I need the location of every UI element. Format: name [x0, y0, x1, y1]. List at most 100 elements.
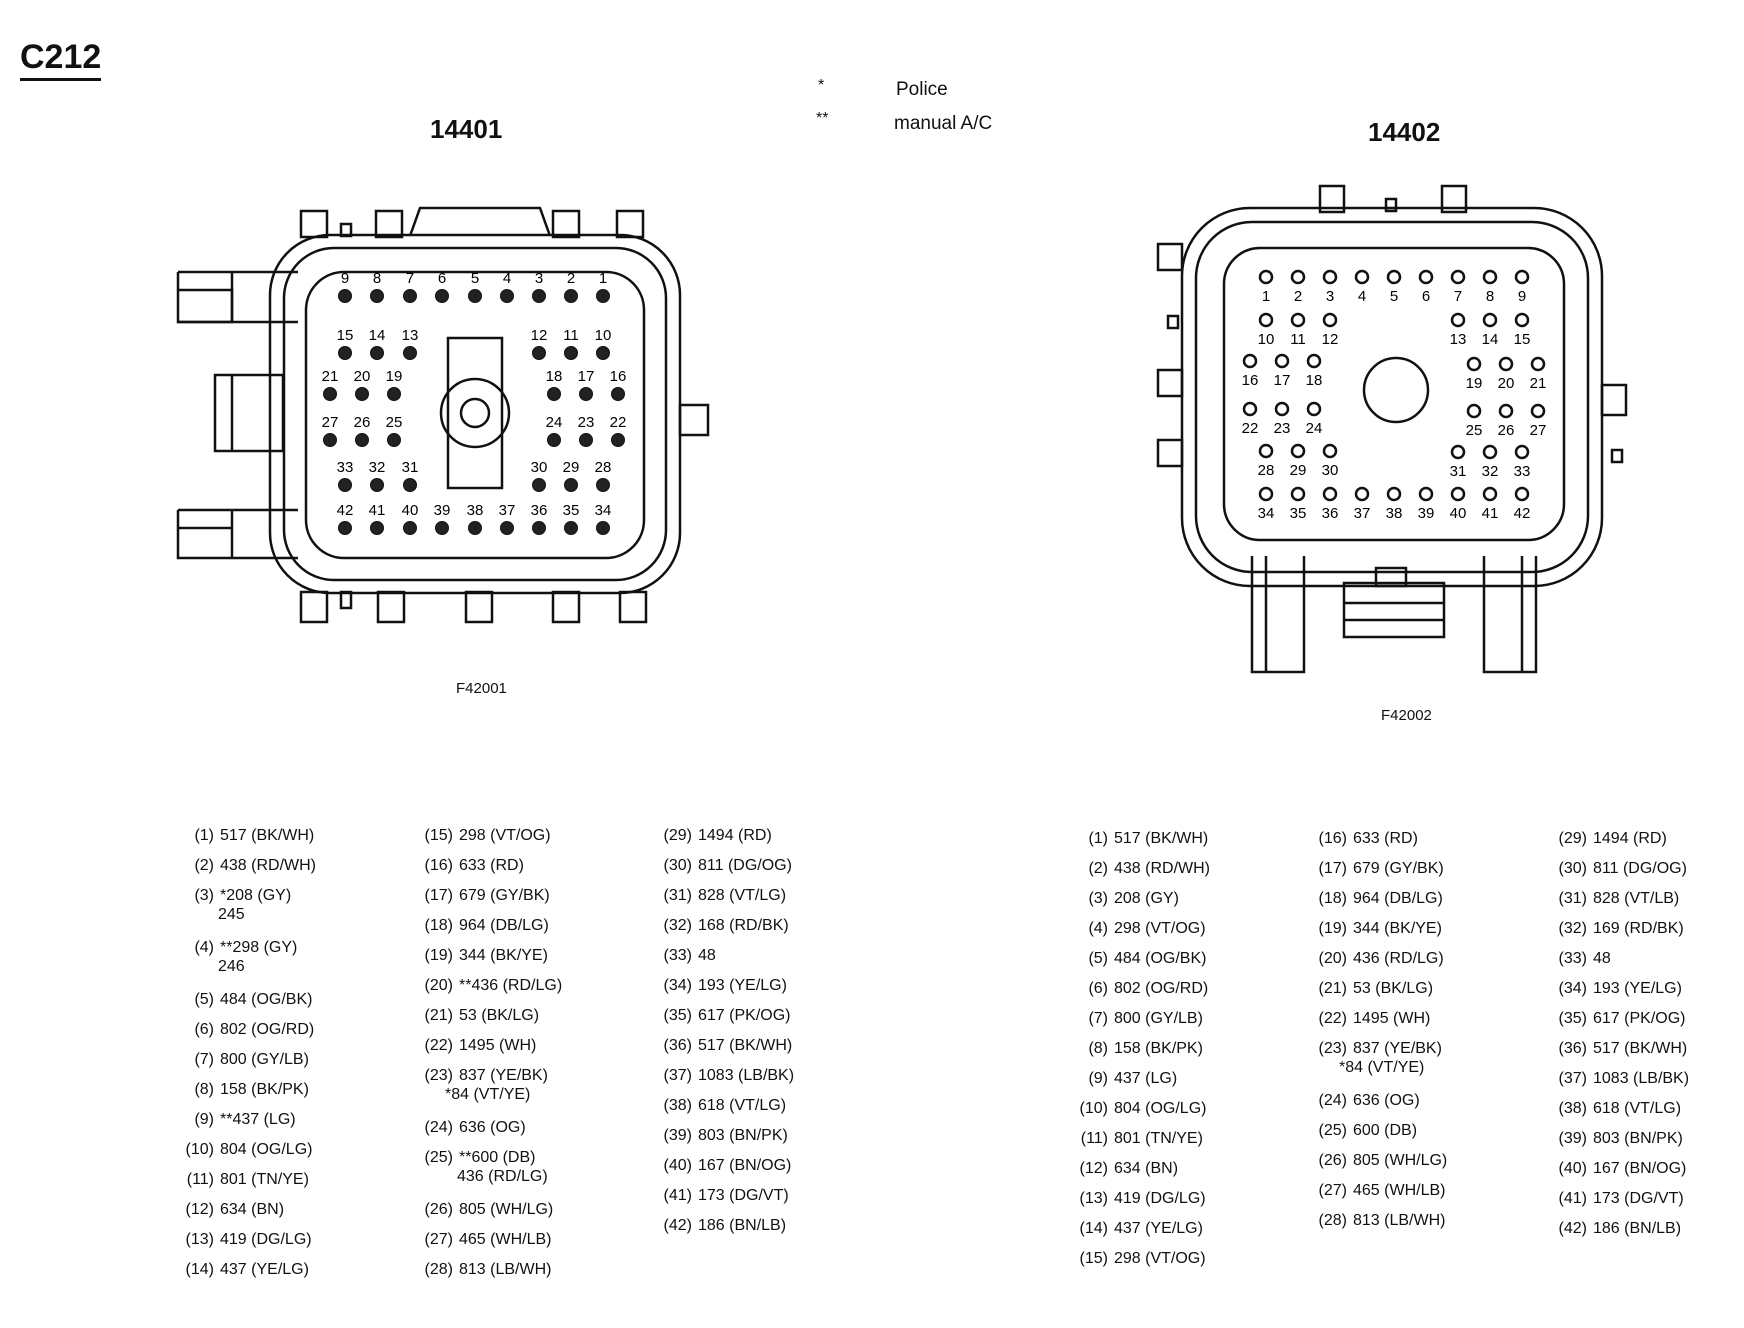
- wire-code: 1495 (WH): [1353, 1010, 1431, 1027]
- male-pin-contact: [370, 521, 384, 535]
- male-pin-contact: [435, 289, 449, 303]
- pin-row: (8)158 (BK/PK): [1088, 1039, 1203, 1058]
- wire-code: 484 (OG/BK): [1114, 950, 1207, 967]
- wire-code: 437 (LG): [1114, 1070, 1178, 1087]
- pin-row: (27)465 (WH/LB): [1319, 1181, 1446, 1200]
- pin-row: (14)437 (YE/LG): [186, 1260, 309, 1279]
- pin-number: (33): [1558, 950, 1587, 967]
- wire-code: 158 (BK/PK): [1114, 1040, 1203, 1057]
- pin-number-label: 33: [337, 459, 354, 476]
- wire-code: 438 (RD/WH): [220, 857, 317, 874]
- wire-code-alternate: 246: [218, 958, 245, 975]
- pin-row: (23)837 (YE/BK)*84 (VT/YE): [1319, 1039, 1442, 1077]
- female-pin-socket: [1418, 486, 1434, 502]
- wire-code: 437 (YE/LG): [220, 1261, 309, 1278]
- male-pin-contact: [547, 433, 561, 447]
- pin-number-label: 15: [1514, 331, 1531, 348]
- wire-code: 436 (RD/LG): [1353, 950, 1444, 967]
- pin-row: (24)636 (OG): [1319, 1091, 1420, 1110]
- pin-number: (26): [1318, 1152, 1347, 1169]
- wire-code: 679 (GY/BK): [459, 887, 550, 904]
- wire-code: 173 (DG/VT): [698, 1187, 789, 1204]
- pin-number: (5): [1088, 950, 1108, 967]
- female-pin-socket: [1530, 356, 1546, 372]
- female-pin-socket: [1322, 443, 1338, 459]
- wire-code-alternate: 436 (RD/LG): [457, 1168, 548, 1185]
- pin-row: (17)679 (GY/BK): [1319, 859, 1444, 878]
- pin-number: (34): [1558, 980, 1587, 997]
- pin-number: (22): [424, 1037, 453, 1054]
- pin-number: (9): [194, 1111, 214, 1128]
- pin-row: (30)811 (DG/OG): [664, 856, 792, 875]
- pin-number: (10): [185, 1141, 214, 1158]
- female-pin-socket: [1322, 486, 1338, 502]
- pin-number: (31): [663, 887, 692, 904]
- wire-code: 634 (BN): [220, 1201, 285, 1218]
- pin-row: (42)186 (BN/LB): [664, 1216, 787, 1235]
- pin-row: (2)438 (RD/WH): [194, 856, 317, 875]
- pin-number: (30): [663, 857, 692, 874]
- female-pin-socket: [1258, 312, 1274, 328]
- pin-number: (19): [1318, 920, 1347, 937]
- pin-number-label: 37: [499, 502, 516, 519]
- pin-number-label: 17: [578, 368, 595, 385]
- pin-row: (5) 484 (OG/BK): [1088, 949, 1207, 968]
- pin-number: (14): [1079, 1220, 1108, 1237]
- pin-number-label: 18: [1306, 372, 1323, 389]
- female-pin-socket: [1482, 269, 1498, 285]
- female-pin-socket: [1290, 443, 1306, 459]
- wire-code-alternate: 245: [218, 906, 245, 923]
- pin-row: (15)298 (VT/OG): [425, 826, 551, 845]
- pin-number-label: 19: [1466, 375, 1483, 392]
- male-pin-contact: [547, 387, 561, 401]
- female-pin-socket: [1290, 486, 1306, 502]
- pin-number: (6): [194, 1021, 214, 1038]
- pin-number-label: 2: [567, 270, 575, 287]
- pin-number: (27): [424, 1231, 453, 1248]
- wire-code: 811 (DG/OG): [1593, 860, 1687, 877]
- female-pin-socket: [1322, 269, 1338, 285]
- pin-row: (37)1083 (LB/BK): [664, 1066, 795, 1085]
- female-pin-socket: [1530, 403, 1546, 419]
- male-pin-contact: [370, 346, 384, 360]
- pin-number: (42): [1558, 1220, 1587, 1237]
- pin-row: (33)48: [664, 946, 716, 965]
- wire-code: 800 (GY/LB): [220, 1051, 309, 1068]
- pin-number: (41): [663, 1187, 692, 1204]
- wire-code: 517 (BK/WH): [220, 827, 315, 844]
- wire-code: 186 (BN/LB): [698, 1217, 787, 1234]
- pin-number-label: 12: [1322, 331, 1339, 348]
- diagram-title: C212: [20, 38, 102, 81]
- pin-number-label: 3: [1326, 288, 1334, 305]
- male-pin-contact: [596, 478, 610, 492]
- wire-code: 800 (GY/LB): [1114, 1010, 1203, 1027]
- female-pin-socket: [1290, 312, 1306, 328]
- pin-number-label: 21: [1530, 375, 1547, 392]
- wire-code: 618 (VT/LG): [698, 1097, 787, 1114]
- wire-code: 964 (DB/LG): [459, 917, 549, 934]
- pin-number-label: 27: [322, 414, 339, 431]
- pin-number-label: 41: [369, 502, 386, 519]
- pin-row: (3)208 (GY): [1088, 889, 1178, 908]
- pin-number: (40): [663, 1157, 692, 1174]
- pin-row: (34)193 (YE/LG): [664, 976, 787, 995]
- pin-row: (13)419 (DG/LG): [1080, 1189, 1206, 1208]
- pin-number: (21): [1318, 980, 1347, 997]
- pin-number: (31): [1558, 890, 1587, 907]
- male-pin-contact: [532, 346, 546, 360]
- wire-code: 805 (WH/LG): [1353, 1152, 1448, 1169]
- wire-code: 617 (PK/OG): [1593, 1010, 1686, 1027]
- wire-code: 53 (BK/LG): [1353, 980, 1434, 997]
- male-pin-contact: [403, 346, 417, 360]
- female-pin-socket: [1482, 486, 1498, 502]
- pin-row: (21) 53 (BK/LG): [1319, 979, 1434, 998]
- wire-code: **298 (GY): [220, 939, 298, 956]
- pin-number-label: 8: [373, 270, 381, 287]
- wire-code: 801 (TN/YE): [220, 1171, 309, 1188]
- pin-row: (14)437 (YE/LG): [1080, 1219, 1203, 1238]
- wire-code: 804 (OG/LG): [220, 1141, 313, 1158]
- female-pin-socket: [1274, 401, 1290, 417]
- female-pin-socket: [1514, 486, 1530, 502]
- pin-row: (20)436 (RD/LG): [1319, 949, 1444, 968]
- pin-number: (38): [663, 1097, 692, 1114]
